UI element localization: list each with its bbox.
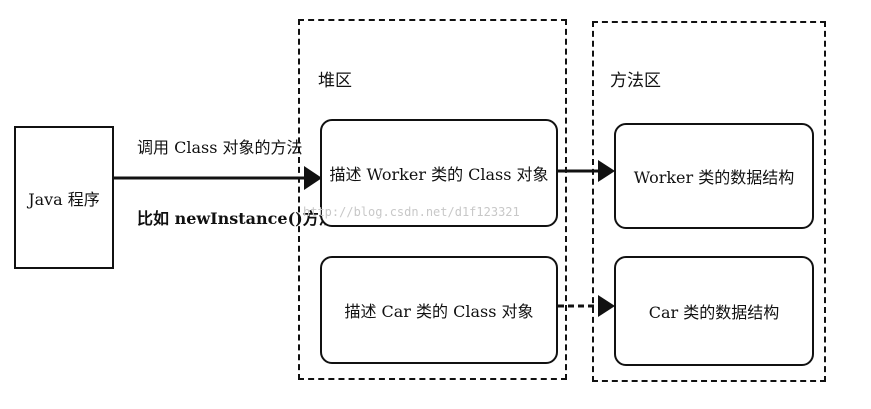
worker-data-structure-box: Worker 类的数据结构 (614, 123, 814, 229)
worker-class-object-box: 描述 Worker 类的 Class 对象 (320, 119, 558, 227)
car-class-object-box: 描述 Car 类的 Class 对象 (320, 256, 558, 364)
watermark-text: http://blog.csdn.net/d1f123321 (303, 205, 520, 219)
heap-region (298, 19, 567, 380)
java-program-box: Java 程序 (14, 126, 114, 269)
call-edge-label: 调用 Class 对象的方法 (137, 138, 303, 157)
java-program-label: Java 程序 (28, 189, 100, 209)
worker-class-object-label: 描述 Worker 类的 Class 对象 (329, 165, 549, 184)
car-data-structure-label: Car 类的数据结构 (648, 303, 780, 322)
car-class-object-label: 描述 Car 类的 Class 对象 (344, 302, 534, 321)
car-data-structure-box: Car 类的数据结构 (614, 256, 814, 366)
call-edge-example-label: 比如 newInstance()方法 (137, 209, 335, 228)
heap-label: 堆区 (318, 71, 352, 91)
worker-data-structure-label: Worker 类的数据结构 (633, 168, 795, 187)
method-area-label: 方法区 (610, 71, 661, 91)
method-area-region (592, 21, 826, 382)
